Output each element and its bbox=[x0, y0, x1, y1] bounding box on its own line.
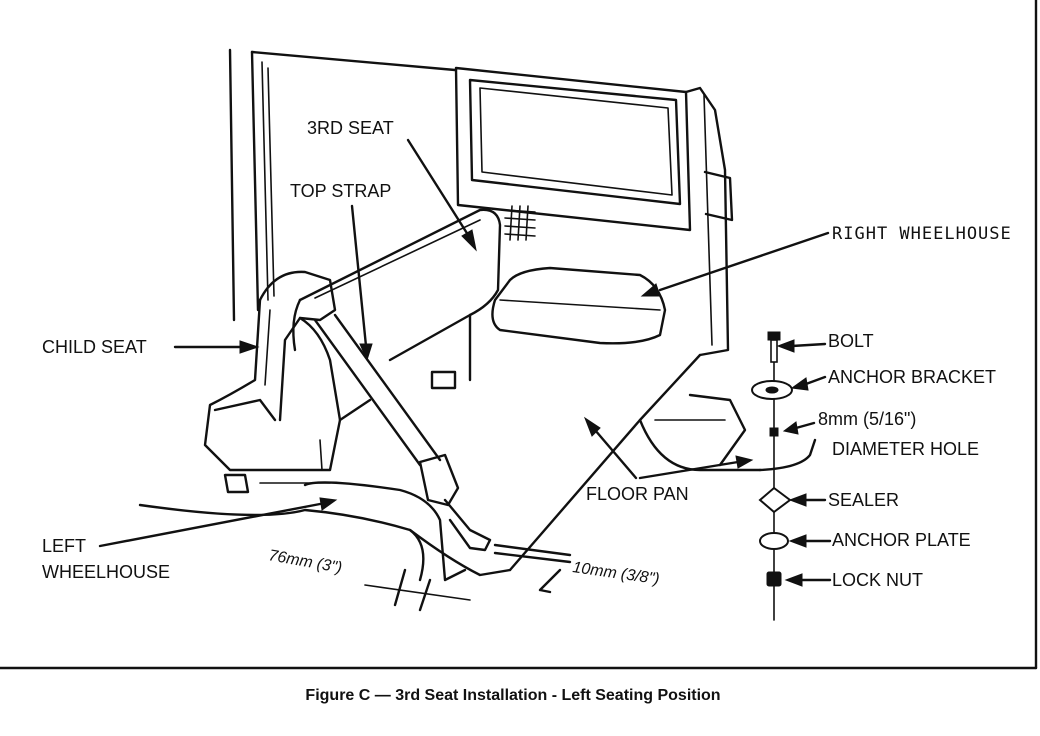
arrow-floor-pan bbox=[583, 416, 754, 480]
label-bolt: BOLT bbox=[828, 331, 874, 351]
top-strap-drawing bbox=[313, 313, 492, 552]
lock-nut-icon bbox=[766, 571, 782, 587]
arrow-bolt bbox=[776, 339, 827, 353]
label-hole-size: 8mm (5/16") bbox=[818, 409, 916, 429]
arrow-child-seat bbox=[173, 340, 260, 354]
arrow-sealer bbox=[788, 493, 827, 507]
label-anchor-plate: ANCHOR PLATE bbox=[832, 530, 971, 550]
label-child-seat: CHILD SEAT bbox=[42, 337, 147, 357]
label-lock-nut: LOCK NUT bbox=[832, 570, 923, 590]
child-seat-drawing bbox=[203, 270, 372, 494]
arrow-anchor-bracket bbox=[790, 375, 827, 391]
anchor-bracket-icon bbox=[751, 380, 793, 400]
label-sealer: SEALER bbox=[828, 490, 899, 510]
figure-caption: Figure C — 3rd Seat Installation - Left … bbox=[305, 687, 720, 704]
anchor-hardware-stack bbox=[751, 331, 793, 621]
label-top-strap: TOP STRAP bbox=[290, 181, 391, 201]
label-left-wheelhouse-line2: WHEELHOUSE bbox=[42, 562, 170, 582]
arrow-third-seat bbox=[406, 138, 477, 252]
bolt-icon bbox=[767, 331, 781, 363]
callout-labels: 3RD SEAT TOP STRAP RIGHT WHEELHOUSE CHIL… bbox=[42, 118, 1012, 590]
left-wheelhouse-drawing bbox=[138, 481, 572, 582]
sealer-icon bbox=[758, 486, 792, 514]
vehicle-interior-drawing bbox=[138, 48, 817, 612]
arrow-top-strap bbox=[350, 204, 373, 362]
dimension-lines bbox=[364, 568, 562, 612]
label-third-seat: 3RD SEAT bbox=[307, 118, 394, 138]
label-dim-10mm: 10mm (3/8") bbox=[571, 559, 660, 588]
label-left-wheelhouse-line1: LEFT bbox=[42, 536, 86, 556]
hole-icon bbox=[769, 427, 779, 437]
label-diameter-hole: DIAMETER HOLE bbox=[832, 439, 979, 459]
label-dim-76mm: 76mm (3") bbox=[267, 547, 343, 577]
third-seat-drawing bbox=[292, 208, 502, 390]
arrow-left-wheelhouse bbox=[98, 497, 338, 548]
arrow-lock-nut bbox=[784, 573, 832, 587]
vent-grille bbox=[504, 205, 536, 241]
label-right-wheelhouse: RIGHT WHEELHOUSE bbox=[832, 224, 1012, 244]
anchor-plate-icon bbox=[759, 532, 789, 550]
arrow-hole bbox=[782, 421, 816, 435]
arrow-right-wheelhouse bbox=[640, 231, 830, 297]
label-anchor-bracket: ANCHOR BRACKET bbox=[828, 367, 996, 387]
label-floor-pan: FLOOR PAN bbox=[586, 484, 689, 504]
arrow-anchor-plate bbox=[788, 534, 832, 548]
leader-arrows bbox=[98, 138, 832, 587]
figure-frame bbox=[0, 0, 1038, 670]
